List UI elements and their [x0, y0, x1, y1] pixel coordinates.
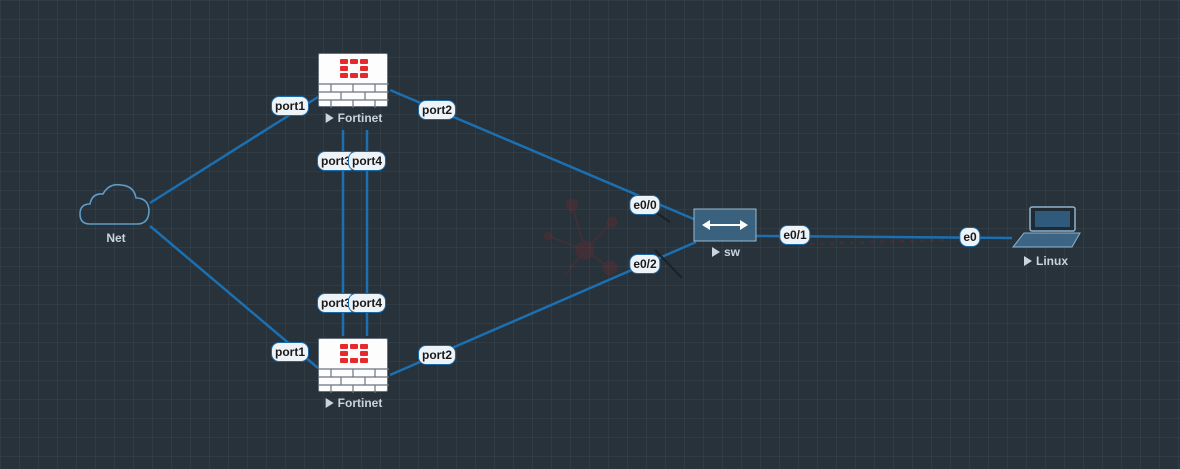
cloud-icon[interactable]	[79, 183, 150, 225]
node-name-text: Net	[106, 231, 126, 245]
port-label-top-port4[interactable]: port4	[348, 151, 386, 171]
links	[149, 88, 1013, 377]
cable-stubs	[654, 211, 683, 279]
firewall-icon	[318, 53, 389, 108]
port-label-sw-e02[interactable]: e0/2	[629, 254, 661, 274]
node-label: Fortinet	[325, 111, 383, 125]
fortinet-logo-icon	[340, 344, 368, 363]
fortinet-top-node[interactable]: Fortinet	[318, 53, 390, 127]
switch-icon[interactable]	[693, 208, 757, 242]
node-name-text: Fortinet	[337, 111, 383, 125]
net-node-label[interactable]: Net	[106, 231, 125, 245]
linux-node-label[interactable]: Linux	[1024, 254, 1068, 268]
node-name-text: Linux	[1036, 254, 1068, 268]
fortinet-logo-icon	[340, 59, 368, 78]
play-icon[interactable]	[325, 398, 334, 408]
play-icon[interactable]	[325, 113, 334, 123]
watermark-graphic	[543, 198, 951, 276]
port-label-top-port3[interactable]: port3	[317, 151, 357, 171]
node-label: Fortinet	[325, 396, 383, 410]
port-label-sw-e00[interactable]: e0/0	[629, 195, 661, 215]
sw-node-label[interactable]: sw	[711, 245, 741, 259]
port-label-bottom-port2[interactable]: port2	[418, 345, 456, 365]
port-label-sw-e01[interactable]: e0/1	[779, 225, 811, 245]
firewall-icon	[318, 338, 389, 393]
node-name-text: sw	[723, 245, 741, 259]
laptop-icon[interactable]	[1011, 206, 1081, 248]
port-label-bottom-port4[interactable]: port4	[348, 293, 386, 313]
port-label-linux-e0[interactable]: e0	[959, 227, 981, 247]
port-label-top-port1[interactable]: port1	[271, 96, 309, 116]
port-label-top-port2[interactable]: port2	[418, 100, 456, 120]
port-label-bottom-port1[interactable]: port1	[271, 342, 309, 362]
play-icon[interactable]	[711, 247, 720, 257]
fortinet-bottom-node[interactable]: Fortinet	[318, 338, 390, 412]
port-label-bottom-port3[interactable]: port3	[317, 293, 357, 313]
play-icon[interactable]	[1024, 256, 1032, 266]
node-name-text: Fortinet	[337, 396, 383, 410]
